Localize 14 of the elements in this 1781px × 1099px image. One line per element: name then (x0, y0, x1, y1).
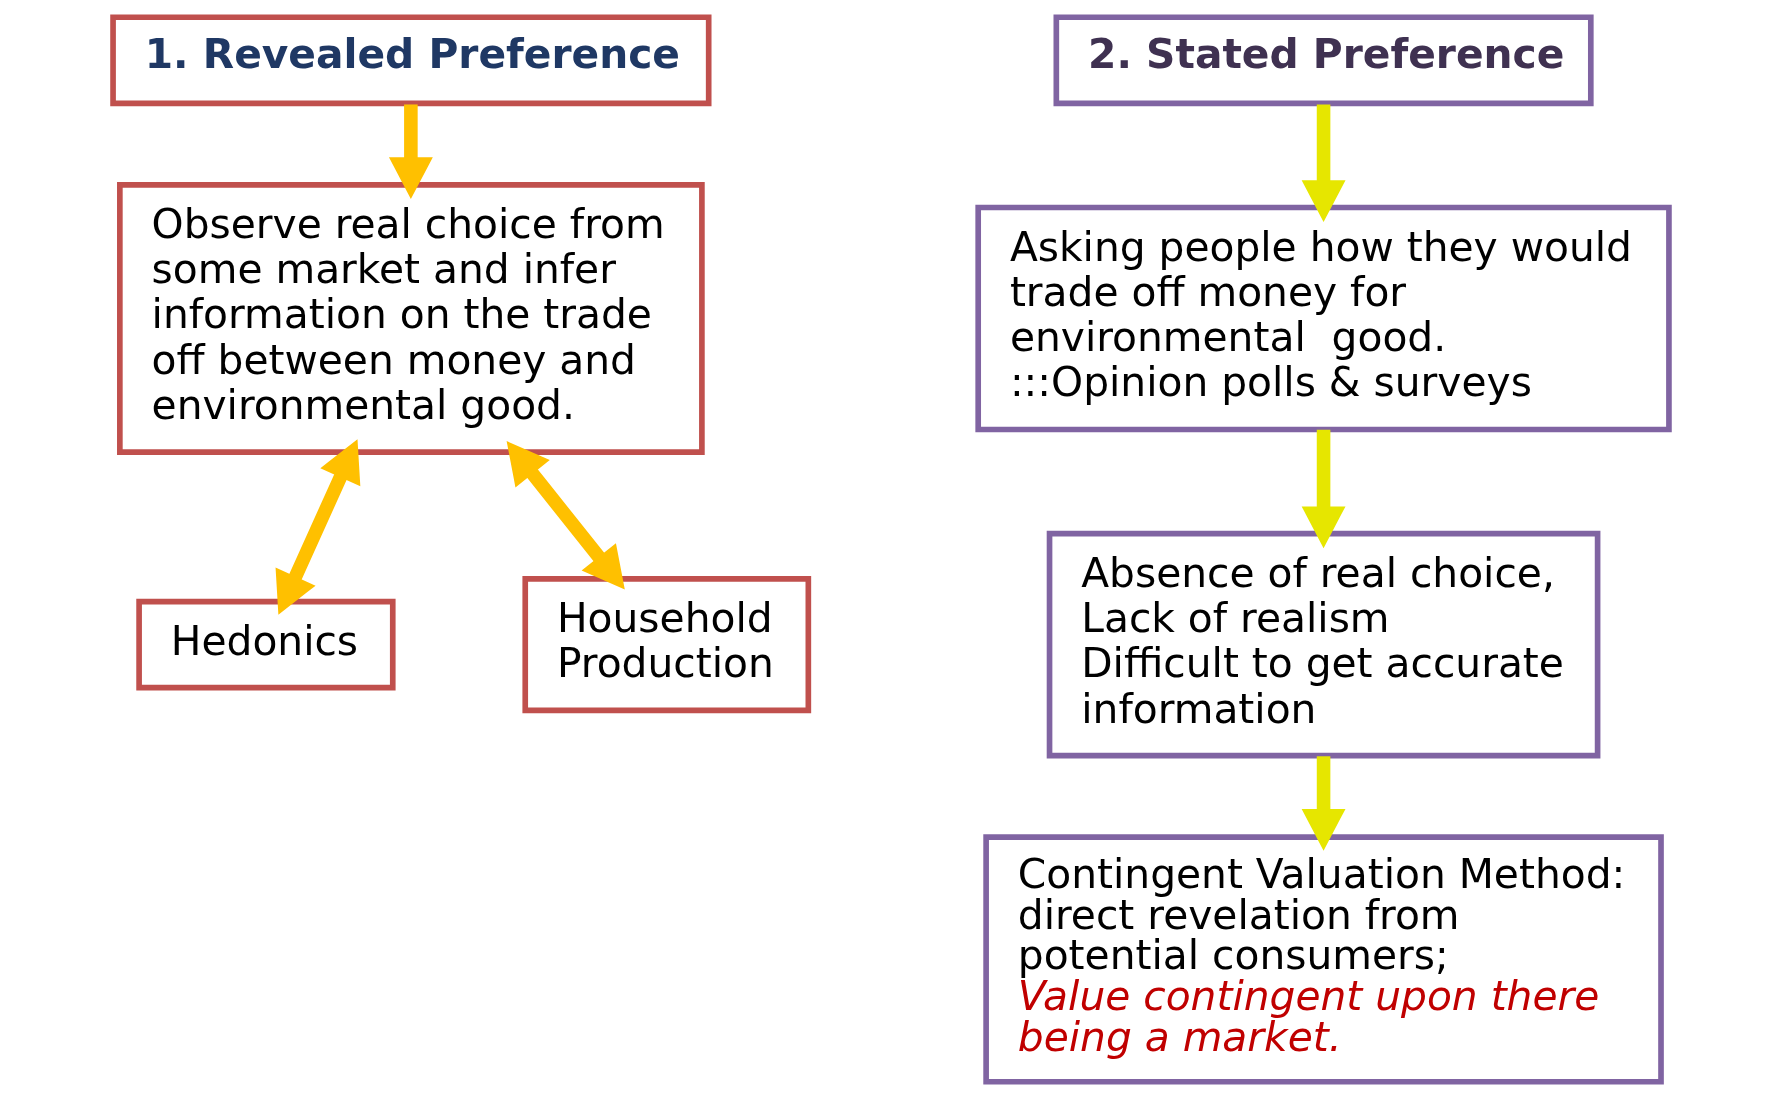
arrow (1301, 756, 1346, 851)
arrow (1301, 429, 1346, 549)
node-box: Asking people how they would trade off money for environmental good. :::Opinion polls & surveys (974, 204, 1672, 433)
arrow (1301, 104, 1346, 223)
arrow (388, 104, 433, 199)
node-box: 1. Revealed Preference (109, 14, 712, 107)
arrow (275, 439, 360, 615)
node-box: Absence of real choice, Lack of realism Difficult to get accurate information (1046, 530, 1600, 759)
node-box: Household Production (521, 576, 811, 714)
node-box: Observe real choice from some market and infer information on the trade off between money and environmental good. (116, 182, 705, 455)
node-box: Contingent Valuation Method: direct revelation from potential consumers; Value contingent upon there being a market. (982, 834, 1664, 1085)
arrow (506, 441, 625, 590)
node-box: 2. Stated Preference (1053, 14, 1594, 107)
node-box: Hedonics (135, 598, 396, 691)
